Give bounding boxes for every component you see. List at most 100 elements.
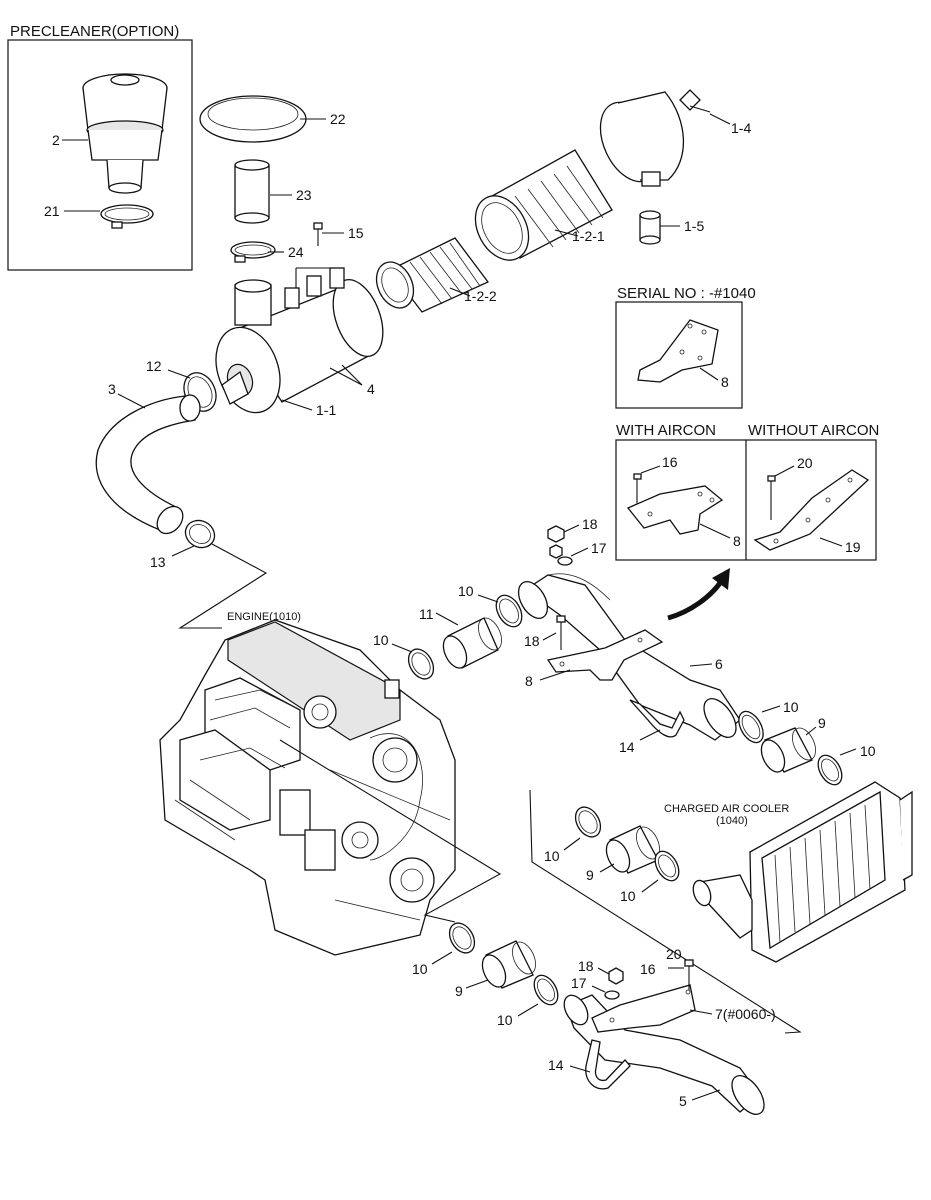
inner-filter[interactable] xyxy=(369,237,490,314)
label-11: 11 xyxy=(419,606,434,622)
label-1-1: 1-1 xyxy=(316,402,336,418)
bolt-15[interactable] xyxy=(313,222,323,246)
label-6: 6 xyxy=(715,656,723,672)
label-8-serial: 8 xyxy=(721,374,729,390)
label-18-mid: 18 xyxy=(524,633,540,649)
label-10-a: 10 xyxy=(458,583,474,599)
clamp-13[interactable] xyxy=(181,515,220,553)
bolt-18-mid[interactable] xyxy=(556,615,566,650)
engine-assembly[interactable] xyxy=(159,619,456,956)
clamp-10-c[interactable] xyxy=(734,707,768,746)
label-7: 7(#0060-) xyxy=(715,1006,776,1022)
label-16-bot: 16 xyxy=(640,961,656,977)
u-bolt-14-bot[interactable] xyxy=(585,1039,631,1090)
label-14-top: 14 xyxy=(619,739,635,755)
clamp-part[interactable] xyxy=(100,204,154,229)
clamp-10-e[interactable] xyxy=(570,803,605,842)
dust-valve[interactable] xyxy=(639,210,661,245)
cooler-heading-1: CHARGED AIR COOLER xyxy=(664,803,789,815)
label-10-f: 10 xyxy=(620,888,636,904)
label-4: 4 xyxy=(367,381,375,397)
curved-arrow-icon xyxy=(667,568,730,621)
precleaner-heading: PRECLEANER(OPTION) xyxy=(10,23,179,40)
label-17-top: 17 xyxy=(591,540,607,556)
label-8-mid: 8 xyxy=(525,673,533,689)
serial-heading: SERIAL NO : -#1040 xyxy=(617,285,756,302)
cleaner-cover[interactable] xyxy=(589,89,711,191)
bracket-7[interactable] xyxy=(591,984,696,1033)
precleaner-part[interactable] xyxy=(82,73,168,194)
label-1-2-1: 1-2-1 xyxy=(572,228,605,244)
label-10-b: 10 xyxy=(373,632,389,648)
label-9-mid: 9 xyxy=(586,867,594,883)
label-15: 15 xyxy=(348,225,364,241)
label-18-top: 18 xyxy=(582,516,598,532)
bracket-without-aircon[interactable] xyxy=(753,469,870,551)
label-1-2-2: 1-2-2 xyxy=(464,288,497,304)
label-14-bot: 14 xyxy=(548,1057,564,1073)
label-10-h: 10 xyxy=(497,1012,513,1028)
label-20-bot: 20 xyxy=(666,946,682,962)
label-9-bot: 9 xyxy=(455,983,463,999)
nut-18-bot[interactable] xyxy=(608,967,624,985)
serial-frame xyxy=(615,301,743,409)
washer-17-top[interactable] xyxy=(557,556,573,566)
label-9-top: 9 xyxy=(818,715,826,731)
sleeve-9-top[interactable] xyxy=(757,724,820,775)
aircon-panel: WITH AIRCON WITHOUT AIRCON 16 8 xyxy=(615,422,879,561)
nut-18-top[interactable] xyxy=(547,525,565,559)
sleeve-11[interactable] xyxy=(439,614,506,671)
serial-panel: SERIAL NO : -#1040 8 xyxy=(615,285,756,409)
clamp-10-g[interactable] xyxy=(444,919,479,958)
label-18-bot: 18 xyxy=(578,958,594,974)
label-17-bot: 17 xyxy=(571,975,587,991)
washer-17-bot[interactable] xyxy=(604,990,620,1000)
clamp-10-a[interactable] xyxy=(491,591,527,631)
cooler-heading-2: (1040) xyxy=(716,815,748,827)
charged-air-cooler[interactable] xyxy=(690,781,913,963)
precleaner-panel: PRECLEANER(OPTION) 2 21 xyxy=(7,23,193,271)
clamp-10-f[interactable] xyxy=(650,847,683,885)
cap-part[interactable] xyxy=(199,95,307,143)
label-16-aircon: 16 xyxy=(662,454,678,470)
clamp-10-b[interactable] xyxy=(403,645,438,684)
label-10-e: 10 xyxy=(544,848,560,864)
label-20-noaircon: 20 xyxy=(797,455,813,471)
label-19: 19 xyxy=(845,539,861,555)
label-10-g: 10 xyxy=(412,961,428,977)
bolt-20-16-bot[interactable] xyxy=(684,959,694,990)
label-1-5: 1-5 xyxy=(684,218,704,234)
clamp-10-h[interactable] xyxy=(529,971,562,1009)
label-1-4: 1-4 xyxy=(731,120,751,136)
label-24: 24 xyxy=(288,244,304,260)
clamp-10-d[interactable] xyxy=(813,751,846,789)
bracket-8-mid[interactable] xyxy=(546,629,664,681)
label-2: 2 xyxy=(52,132,60,148)
bracket-with-aircon[interactable] xyxy=(626,485,724,535)
label-10-c: 10 xyxy=(783,699,799,715)
sleeve-9-bot[interactable] xyxy=(478,938,540,990)
u-bolt-14-top[interactable] xyxy=(629,699,685,738)
sleeve-9-mid[interactable] xyxy=(602,823,664,875)
without-aircon-heading: WITHOUT AIRCON xyxy=(748,422,879,439)
label-5: 5 xyxy=(679,1093,687,1109)
label-22: 22 xyxy=(330,111,346,127)
intake-hose[interactable] xyxy=(95,394,201,539)
with-aircon-heading: WITH AIRCON xyxy=(616,422,716,439)
outer-filter[interactable] xyxy=(465,149,613,269)
bolt-20-noaircon[interactable] xyxy=(767,475,776,520)
sleeve-part[interactable] xyxy=(234,159,270,224)
label-23: 23 xyxy=(296,187,312,203)
label-10-d: 10 xyxy=(860,743,876,759)
label-3: 3 xyxy=(108,381,116,397)
precleaner-frame xyxy=(7,39,193,271)
label-12: 12 xyxy=(146,358,162,374)
engine-heading: ENGINE(1010) xyxy=(227,611,301,623)
hose-clamp-24[interactable] xyxy=(230,241,276,263)
air-cleaner-body[interactable] xyxy=(205,267,393,422)
label-8-aircon: 8 xyxy=(733,533,741,549)
bolt-16-aircon[interactable] xyxy=(633,473,642,504)
bracket-serial[interactable] xyxy=(637,319,719,383)
label-13: 13 xyxy=(150,554,166,570)
